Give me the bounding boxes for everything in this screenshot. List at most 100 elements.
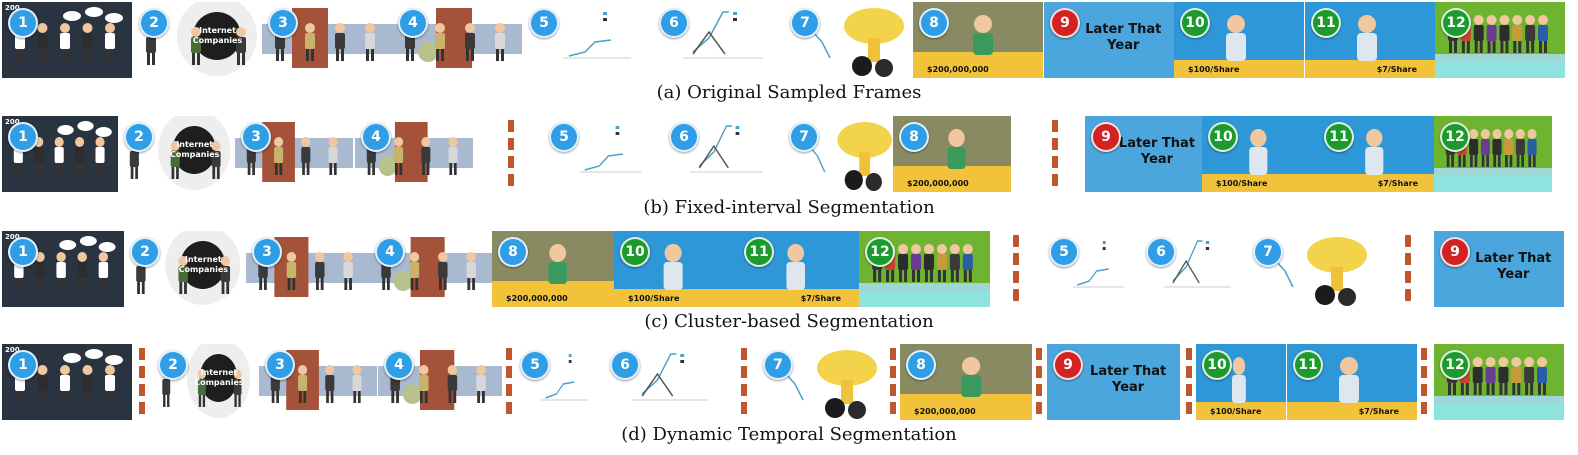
frame-number-badge: 4 — [361, 122, 391, 152]
boundary-dash — [1013, 271, 1019, 283]
boundary-dash — [1052, 174, 1058, 186]
boundary-dash — [508, 174, 514, 186]
frame-number-badge: 5 — [1049, 237, 1079, 267]
segment-boundary — [139, 344, 145, 420]
video-frame-3: 3 — [235, 116, 353, 192]
frame-number-badge: 7 — [1253, 237, 1283, 267]
frame-text-later: Later That Year — [1090, 364, 1167, 395]
frame-number-badge: 12 — [865, 237, 895, 267]
boundary-dash — [1405, 235, 1411, 247]
video-frame-3: 3 — [246, 231, 369, 307]
frame-number-badge: 6 — [669, 122, 699, 152]
boundary-dash — [1013, 235, 1019, 247]
frame-number-badge: 12 — [1440, 350, 1470, 380]
frame-number-badge: 6 — [610, 350, 640, 380]
boundary-dash — [1052, 120, 1058, 132]
frame-text-money8: $200,000,000 — [506, 294, 568, 303]
frame-number-badge: 11 — [1311, 8, 1341, 38]
segment-boundary — [1052, 116, 1058, 192]
boundary-dash — [1013, 253, 1019, 265]
video-frame-6: 6 — [653, 2, 783, 78]
frame-number-badge: 7 — [763, 350, 793, 380]
frame-text-year: 200 — [5, 118, 20, 126]
segment-boundary — [508, 116, 514, 192]
frame-text-share10: $100/Share — [1216, 179, 1268, 188]
boundary-dash — [1036, 366, 1042, 378]
frame-number-badge: 9 — [1053, 350, 1083, 380]
frame-number-badge: 2 — [124, 122, 154, 152]
segment-boundary — [506, 344, 512, 420]
boundary-dash — [1186, 402, 1192, 414]
frame-text-money8: $200,000,000 — [907, 179, 969, 188]
boundary-dash — [1036, 402, 1042, 414]
frame-number-badge: 8 — [919, 8, 949, 38]
frame-thumbnail — [152, 344, 255, 420]
video-frame-5: 5 — [1043, 231, 1140, 307]
segment-boundary — [1036, 344, 1042, 420]
video-frame-4: 4 — [392, 2, 522, 78]
frame-number-badge: 5 — [529, 8, 559, 38]
segment-boundary — [1186, 344, 1192, 420]
video-frame-12: 12 — [1435, 2, 1565, 78]
frame-number-badge: 10 — [1208, 122, 1238, 152]
video-frame-6: 6 — [1140, 231, 1247, 307]
frame-number-badge: 12 — [1441, 8, 1471, 38]
video-frame-7: 7 — [757, 344, 887, 420]
segment-boundary — [1421, 344, 1427, 420]
boundary-dash — [139, 348, 145, 360]
frame-text-internet: Internet Companies — [192, 26, 243, 45]
frame-number-badge: 6 — [659, 8, 689, 38]
boundary-dash — [506, 384, 512, 396]
boundary-dash — [506, 402, 512, 414]
frame-text-share10: $100/Share — [1210, 407, 1262, 416]
boundary-dash — [139, 384, 145, 396]
frame-thumbnail — [1318, 116, 1436, 192]
frame-number-badge: 10 — [1180, 8, 1210, 38]
boundary-dash — [1405, 271, 1411, 283]
frame-number-badge: 3 — [252, 237, 282, 267]
frame-number-badge: 3 — [241, 122, 271, 152]
boundary-dash — [1036, 384, 1042, 396]
video-frame-4: 4 — [369, 231, 492, 307]
video-frame-3: 3 — [259, 344, 377, 420]
frame-number-badge: 3 — [268, 8, 298, 38]
boundary-dash — [1186, 348, 1192, 360]
frame-number-badge: 6 — [1146, 237, 1176, 267]
boundary-dash — [508, 120, 514, 132]
boundary-dash — [139, 366, 145, 378]
frame-number-badge: 5 — [520, 350, 550, 380]
frame-text-money8: $200,000,000 — [927, 65, 989, 74]
segment-boundary — [1405, 231, 1411, 307]
video-frame-8: $200,000,000 8 — [913, 2, 1043, 78]
frame-number-badge: 4 — [384, 350, 414, 380]
frame-number-badge: 4 — [375, 237, 405, 267]
boundary-dash — [506, 366, 512, 378]
frame-number-badge: 2 — [130, 237, 160, 267]
boundary-dash — [508, 156, 514, 168]
boundary-dash — [1052, 138, 1058, 150]
boundary-dash — [1421, 402, 1427, 414]
frame-number-badge: 9 — [1050, 8, 1080, 38]
frame-number-badge: 3 — [265, 350, 295, 380]
frame-thumbnail — [2, 2, 132, 78]
video-frame-7: 7 — [784, 2, 914, 78]
frame-number-badge: 7 — [789, 122, 819, 152]
caption-dynamic-temporal: (d) Dynamic Temporal Segmentation — [621, 424, 957, 445]
frame-thumbnail — [913, 2, 1043, 78]
frame-number-badge: 1 — [8, 122, 38, 152]
boundary-dash — [741, 348, 747, 360]
frame-thumbnail — [900, 344, 1032, 420]
frame-text-year: 200 — [5, 233, 20, 241]
frame-text-share10: $100/Share — [628, 294, 680, 303]
boundary-dash — [1421, 384, 1427, 396]
frame-text-share11: $7/Share — [1358, 407, 1399, 416]
